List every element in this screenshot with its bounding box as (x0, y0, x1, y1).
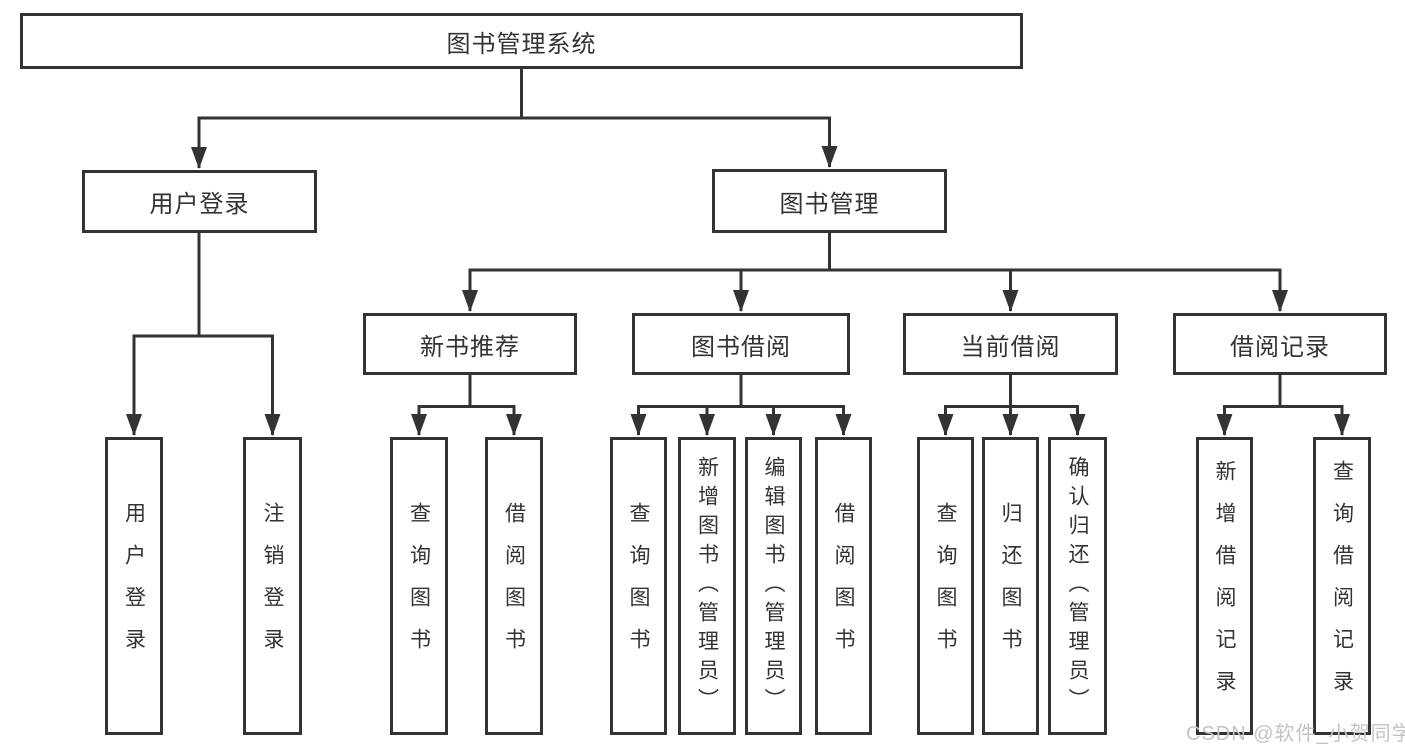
node-book-borrow: 图书借阅 (632, 313, 850, 375)
leaf-query-books-current: 查询图书 (917, 437, 974, 735)
leaf-query-borrow-record: 查询借阅记录 (1313, 437, 1371, 735)
node-borrow-records: 借阅记录 (1173, 313, 1387, 375)
leaf-add-books-admin: 新增图书（管理员） (678, 437, 736, 735)
leaf-add-borrow-record: 新增借阅记录 (1196, 437, 1253, 735)
leaf-edit-books-admin-label: 编辑图书（管理员） (762, 455, 785, 717)
node-book-management: 图书管理 (712, 169, 947, 233)
leaf-query-books-recommend-label: 查询图书 (407, 502, 431, 670)
leaf-borrow-books-label: 借阅图书 (832, 502, 855, 670)
leaf-borrow-books: 借阅图书 (815, 437, 872, 735)
leaf-return-books-label: 归还图书 (999, 502, 1022, 670)
leaf-query-borrow-record-label: 查询借阅记录 (1330, 460, 1354, 712)
leaf-add-borrow-record-label: 新增借阅记录 (1213, 460, 1236, 712)
leaf-logout: 注销登录 (243, 437, 302, 735)
node-user-login: 用户登录 (82, 170, 317, 233)
leaf-confirm-return-admin-label: 确认归还（管理员） (1066, 455, 1089, 717)
leaf-borrow-books-recommend-label: 借阅图书 (502, 502, 526, 670)
csdn-watermark: CSDN @软件_小贺同学 (1186, 723, 1405, 745)
node-current-borrow: 当前借阅 (903, 313, 1118, 375)
leaf-return-books: 归还图书 (982, 437, 1039, 735)
leaf-borrow-books-recommend: 借阅图书 (485, 437, 543, 735)
leaf-query-books-borrow-label: 查询图书 (627, 502, 650, 670)
node-new-book-recommend: 新书推荐 (363, 313, 577, 375)
leaf-edit-books-admin: 编辑图书（管理员） (745, 437, 802, 735)
leaf-confirm-return-admin: 确认归还（管理员） (1048, 437, 1107, 735)
leaf-user-login: 用户登录 (105, 437, 163, 735)
leaf-add-books-admin-label: 新增图书（管理员） (695, 455, 719, 717)
leaf-query-books-current-label: 查询图书 (934, 502, 957, 670)
leaf-logout-label: 注销登录 (261, 502, 284, 670)
leaf-query-books-borrow: 查询图书 (610, 437, 667, 735)
leaf-user-login-label: 用户登录 (122, 502, 146, 670)
node-library-system: 图书管理系统 (20, 13, 1023, 69)
leaf-query-books-recommend: 查询图书 (390, 437, 448, 735)
